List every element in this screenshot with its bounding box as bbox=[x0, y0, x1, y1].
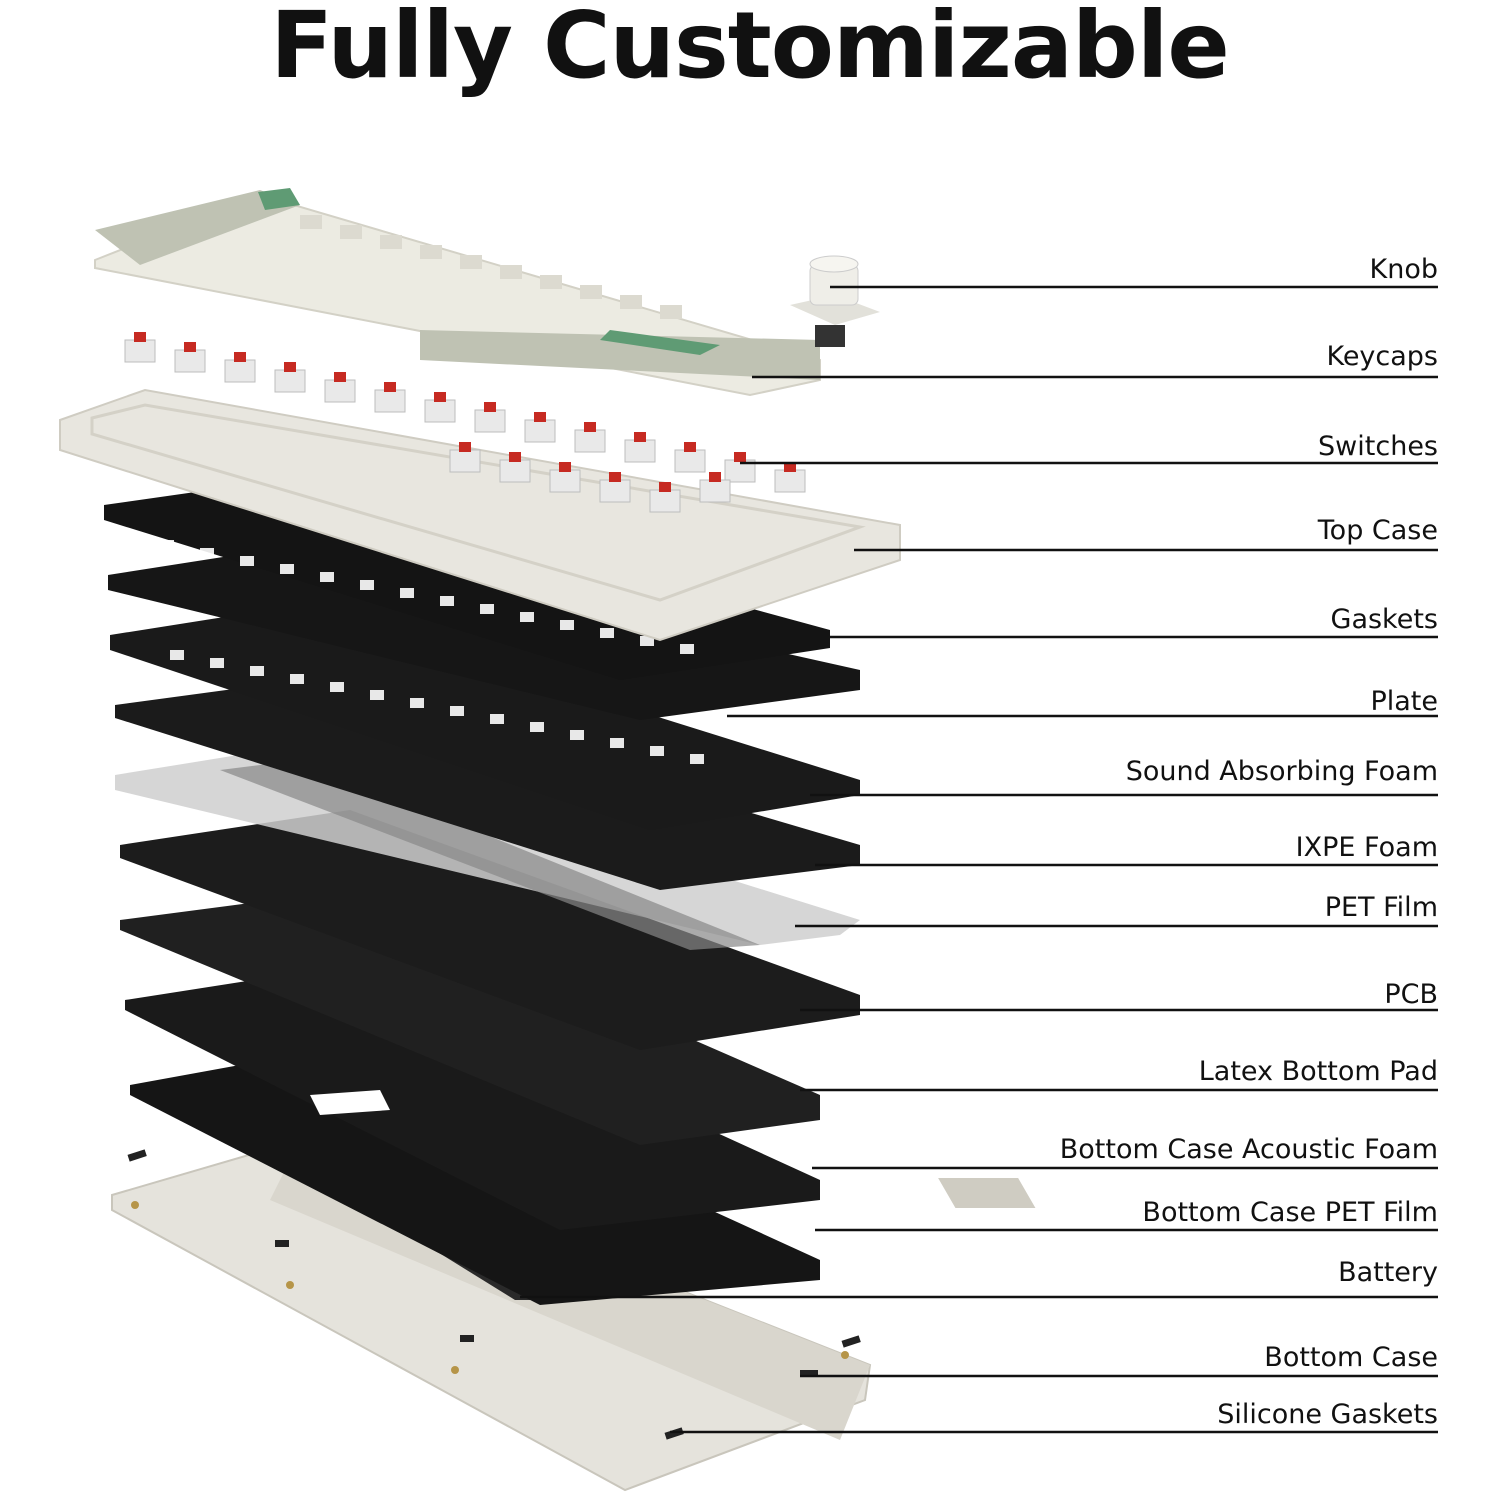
label-battery: Battery bbox=[1338, 1257, 1438, 1288]
ixpe-foam-illustration bbox=[115, 680, 860, 890]
pet-film-illustration bbox=[115, 745, 860, 950]
label-knob: Knob bbox=[1370, 254, 1438, 285]
label-bottom-case: Bottom Case bbox=[1264, 1342, 1438, 1373]
label-plate: Plate bbox=[1370, 686, 1438, 717]
sound-absorbing-foam-illustration bbox=[110, 605, 860, 830]
label-pet-film: PET Film bbox=[1325, 892, 1438, 923]
label-gaskets: Gaskets bbox=[1331, 604, 1438, 635]
label-keycaps: Keycaps bbox=[1326, 341, 1438, 372]
label-pcb: PCB bbox=[1384, 979, 1438, 1010]
callout-lines bbox=[520, 285, 1438, 1434]
label-bottom-case-pet-film: Bottom Case PET Film bbox=[1142, 1197, 1438, 1228]
plate-holes-pattern bbox=[160, 540, 704, 764]
bottom-case-acoustic-foam-illustration bbox=[125, 965, 820, 1230]
switches-illustration bbox=[124, 332, 806, 513]
keycaps-illustration bbox=[94, 188, 821, 397]
knob-illustration bbox=[790, 255, 880, 347]
label-sound-absorbing-foam: Sound Absorbing Foam bbox=[1126, 756, 1438, 787]
label-switches: Switches bbox=[1318, 431, 1438, 462]
label-latex-bottom-pad: Latex Bottom Pad bbox=[1199, 1056, 1438, 1087]
top-case-illustration bbox=[59, 388, 901, 642]
pcb-illustration bbox=[120, 810, 860, 1050]
labels: Knob Keycaps Switches Top Case Gaskets P… bbox=[1060, 254, 1438, 1430]
label-top-case: Top Case bbox=[1317, 515, 1438, 546]
latex-bottom-pad-illustration bbox=[120, 890, 820, 1145]
label-ixpe-foam: IXPE Foam bbox=[1296, 832, 1438, 863]
silicone-gaskets-illustration bbox=[127, 1149, 861, 1440]
label-silicone-gaskets: Silicone Gaskets bbox=[1217, 1399, 1438, 1430]
page-title: Fully Customizable bbox=[270, 0, 1230, 99]
label-bottom-case-acoustic-foam: Bottom Case Acoustic Foam bbox=[1060, 1134, 1438, 1165]
